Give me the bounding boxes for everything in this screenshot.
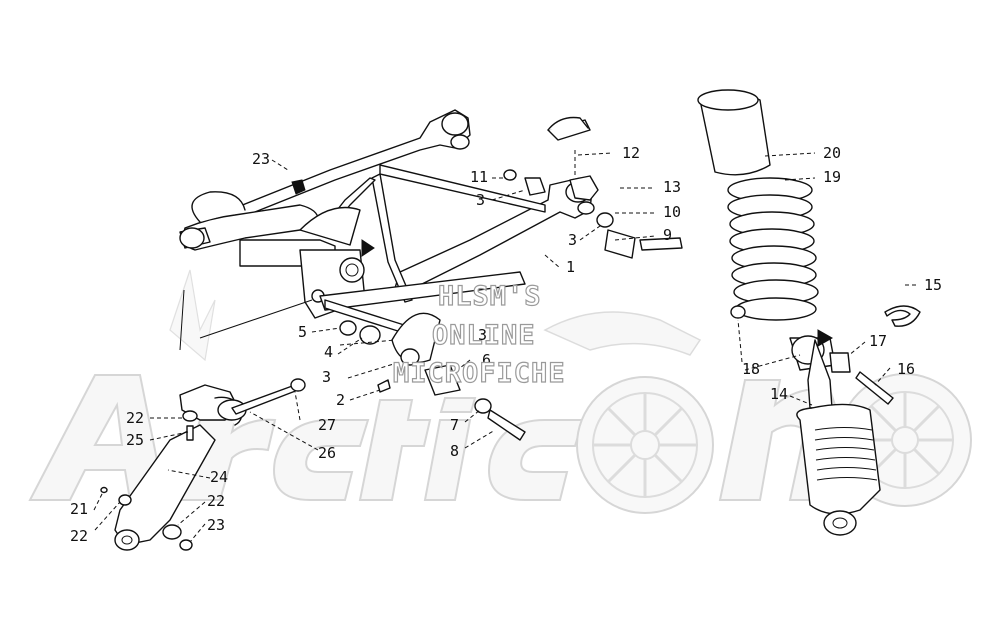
callout-12: 12	[622, 144, 640, 162]
rear-arm-assembly	[179, 109, 595, 339]
callout-26: 26	[318, 444, 336, 462]
callout-23-bottom: 23	[207, 516, 225, 534]
callout-23-top: 23	[252, 150, 270, 168]
callout-3-a: 3	[476, 191, 485, 209]
callout-18: 18	[742, 360, 760, 378]
shaft-hardware	[339, 116, 683, 441]
callout-24: 24	[210, 468, 228, 486]
callout-8: 8	[450, 442, 459, 460]
callout-3-d: 3	[322, 368, 331, 386]
watermark-line-1: HLSM'S	[438, 281, 542, 312]
callout-14: 14	[770, 385, 788, 403]
callout-7: 7	[450, 416, 459, 434]
callout-22-a: 22	[126, 409, 144, 427]
callout-1: 1	[566, 258, 575, 276]
callout-15: 15	[924, 276, 942, 294]
callout-5: 5	[298, 323, 307, 341]
callout-3-c: 3	[478, 326, 487, 344]
callout-27: 27	[318, 416, 336, 434]
watermark-line-3: MICROFICHE	[393, 358, 566, 389]
callout-17: 17	[869, 332, 887, 350]
callout-11: 11	[470, 168, 488, 186]
shock-assembly	[697, 89, 921, 536]
lower-arm-link	[100, 179, 306, 551]
callout-3-b: 3	[568, 231, 577, 249]
callout-6: 6	[482, 351, 491, 369]
callout-10: 10	[663, 203, 681, 221]
callout-4: 4	[324, 343, 333, 361]
callout-16: 16	[897, 360, 915, 378]
hlsm-watermark: HLSM'S ONLINE MICROFICHE	[392, 280, 566, 389]
callout-25: 25	[126, 431, 144, 449]
callout-21: 21	[70, 500, 88, 518]
spring-coils	[727, 177, 819, 321]
callout-9: 9	[663, 226, 672, 244]
callout-labels: 23 12 11 3 20 13 19 10 3 9 1 15 5 3 4 6 …	[70, 144, 942, 545]
callout-13: 13	[663, 178, 681, 196]
callout-2: 2	[336, 391, 345, 409]
callout-19: 19	[823, 168, 841, 186]
callout-22-b: 22	[207, 492, 225, 510]
watermark-line-2: ONLINE	[432, 320, 536, 351]
callout-20: 20	[823, 144, 841, 162]
callout-22-c: 22	[70, 527, 88, 545]
leader-lines	[93, 150, 918, 543]
